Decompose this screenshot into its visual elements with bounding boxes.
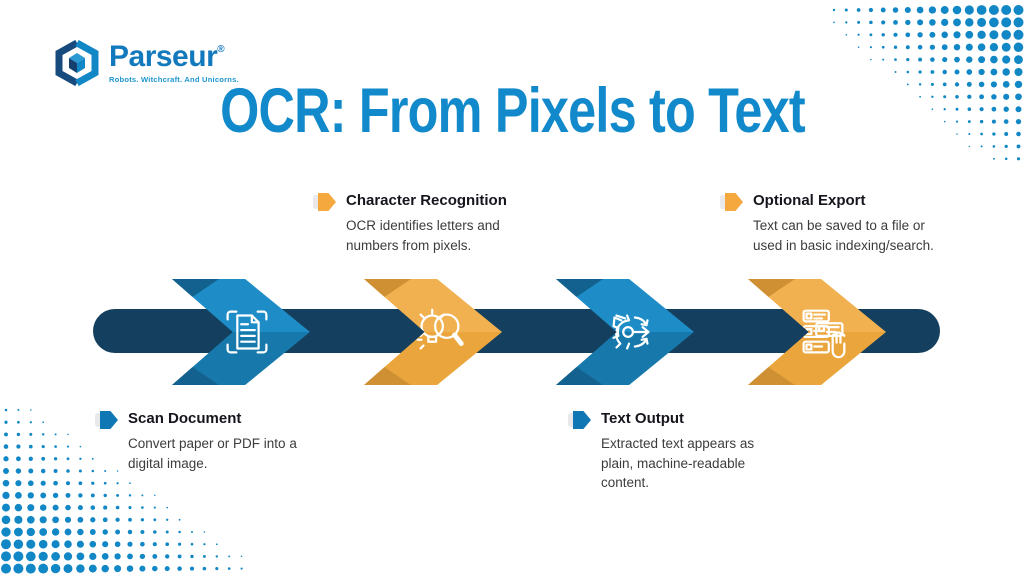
chevron-right-icon: [720, 193, 744, 211]
callout-heading: Scan Document: [128, 410, 242, 427]
callout-optional-export: Optional Export Text can be saved to a f…: [720, 192, 945, 255]
callout-scan-document: Scan Document Convert paper or PDF into …: [95, 410, 312, 473]
chevron-right-icon: [95, 411, 119, 429]
page-title: OCR: From Pixels to Text: [219, 76, 806, 146]
callout-heading: Character Recognition: [346, 192, 507, 209]
chevron-right-icon: [313, 193, 337, 211]
callout-body: Convert paper or PDF into a digital imag…: [128, 436, 297, 471]
chevron-right-icon: [568, 411, 592, 429]
brand-tagline: Robots. Witchcraft. And Unicorns.: [109, 75, 239, 84]
callout-heading: Text Output: [601, 410, 685, 427]
scan-document-icon: [216, 301, 278, 363]
callout-body: Extracted text appears as plain, machine…: [601, 436, 755, 491]
parseur-logo-icon: [55, 40, 99, 86]
callout-heading: Optional Export: [753, 192, 866, 209]
callout-body: OCR identifies letters and numbers from …: [346, 218, 500, 253]
gear-output-icon: [600, 301, 662, 363]
callout-character-recognition: Character Recognition OCR identifies let…: [313, 192, 532, 255]
parseur-logo: Parseur® Robots. Witchcraft. And Unicorn…: [54, 40, 239, 86]
callout-body: Text can be saved to a file or used in b…: [753, 218, 934, 253]
magnifier-bulb-icon: [408, 301, 470, 363]
callout-text-output: Text Output Extracted text appears as pl…: [568, 410, 771, 493]
registered-mark: ®: [217, 44, 225, 55]
brand-name: Parseur®: [109, 40, 225, 73]
